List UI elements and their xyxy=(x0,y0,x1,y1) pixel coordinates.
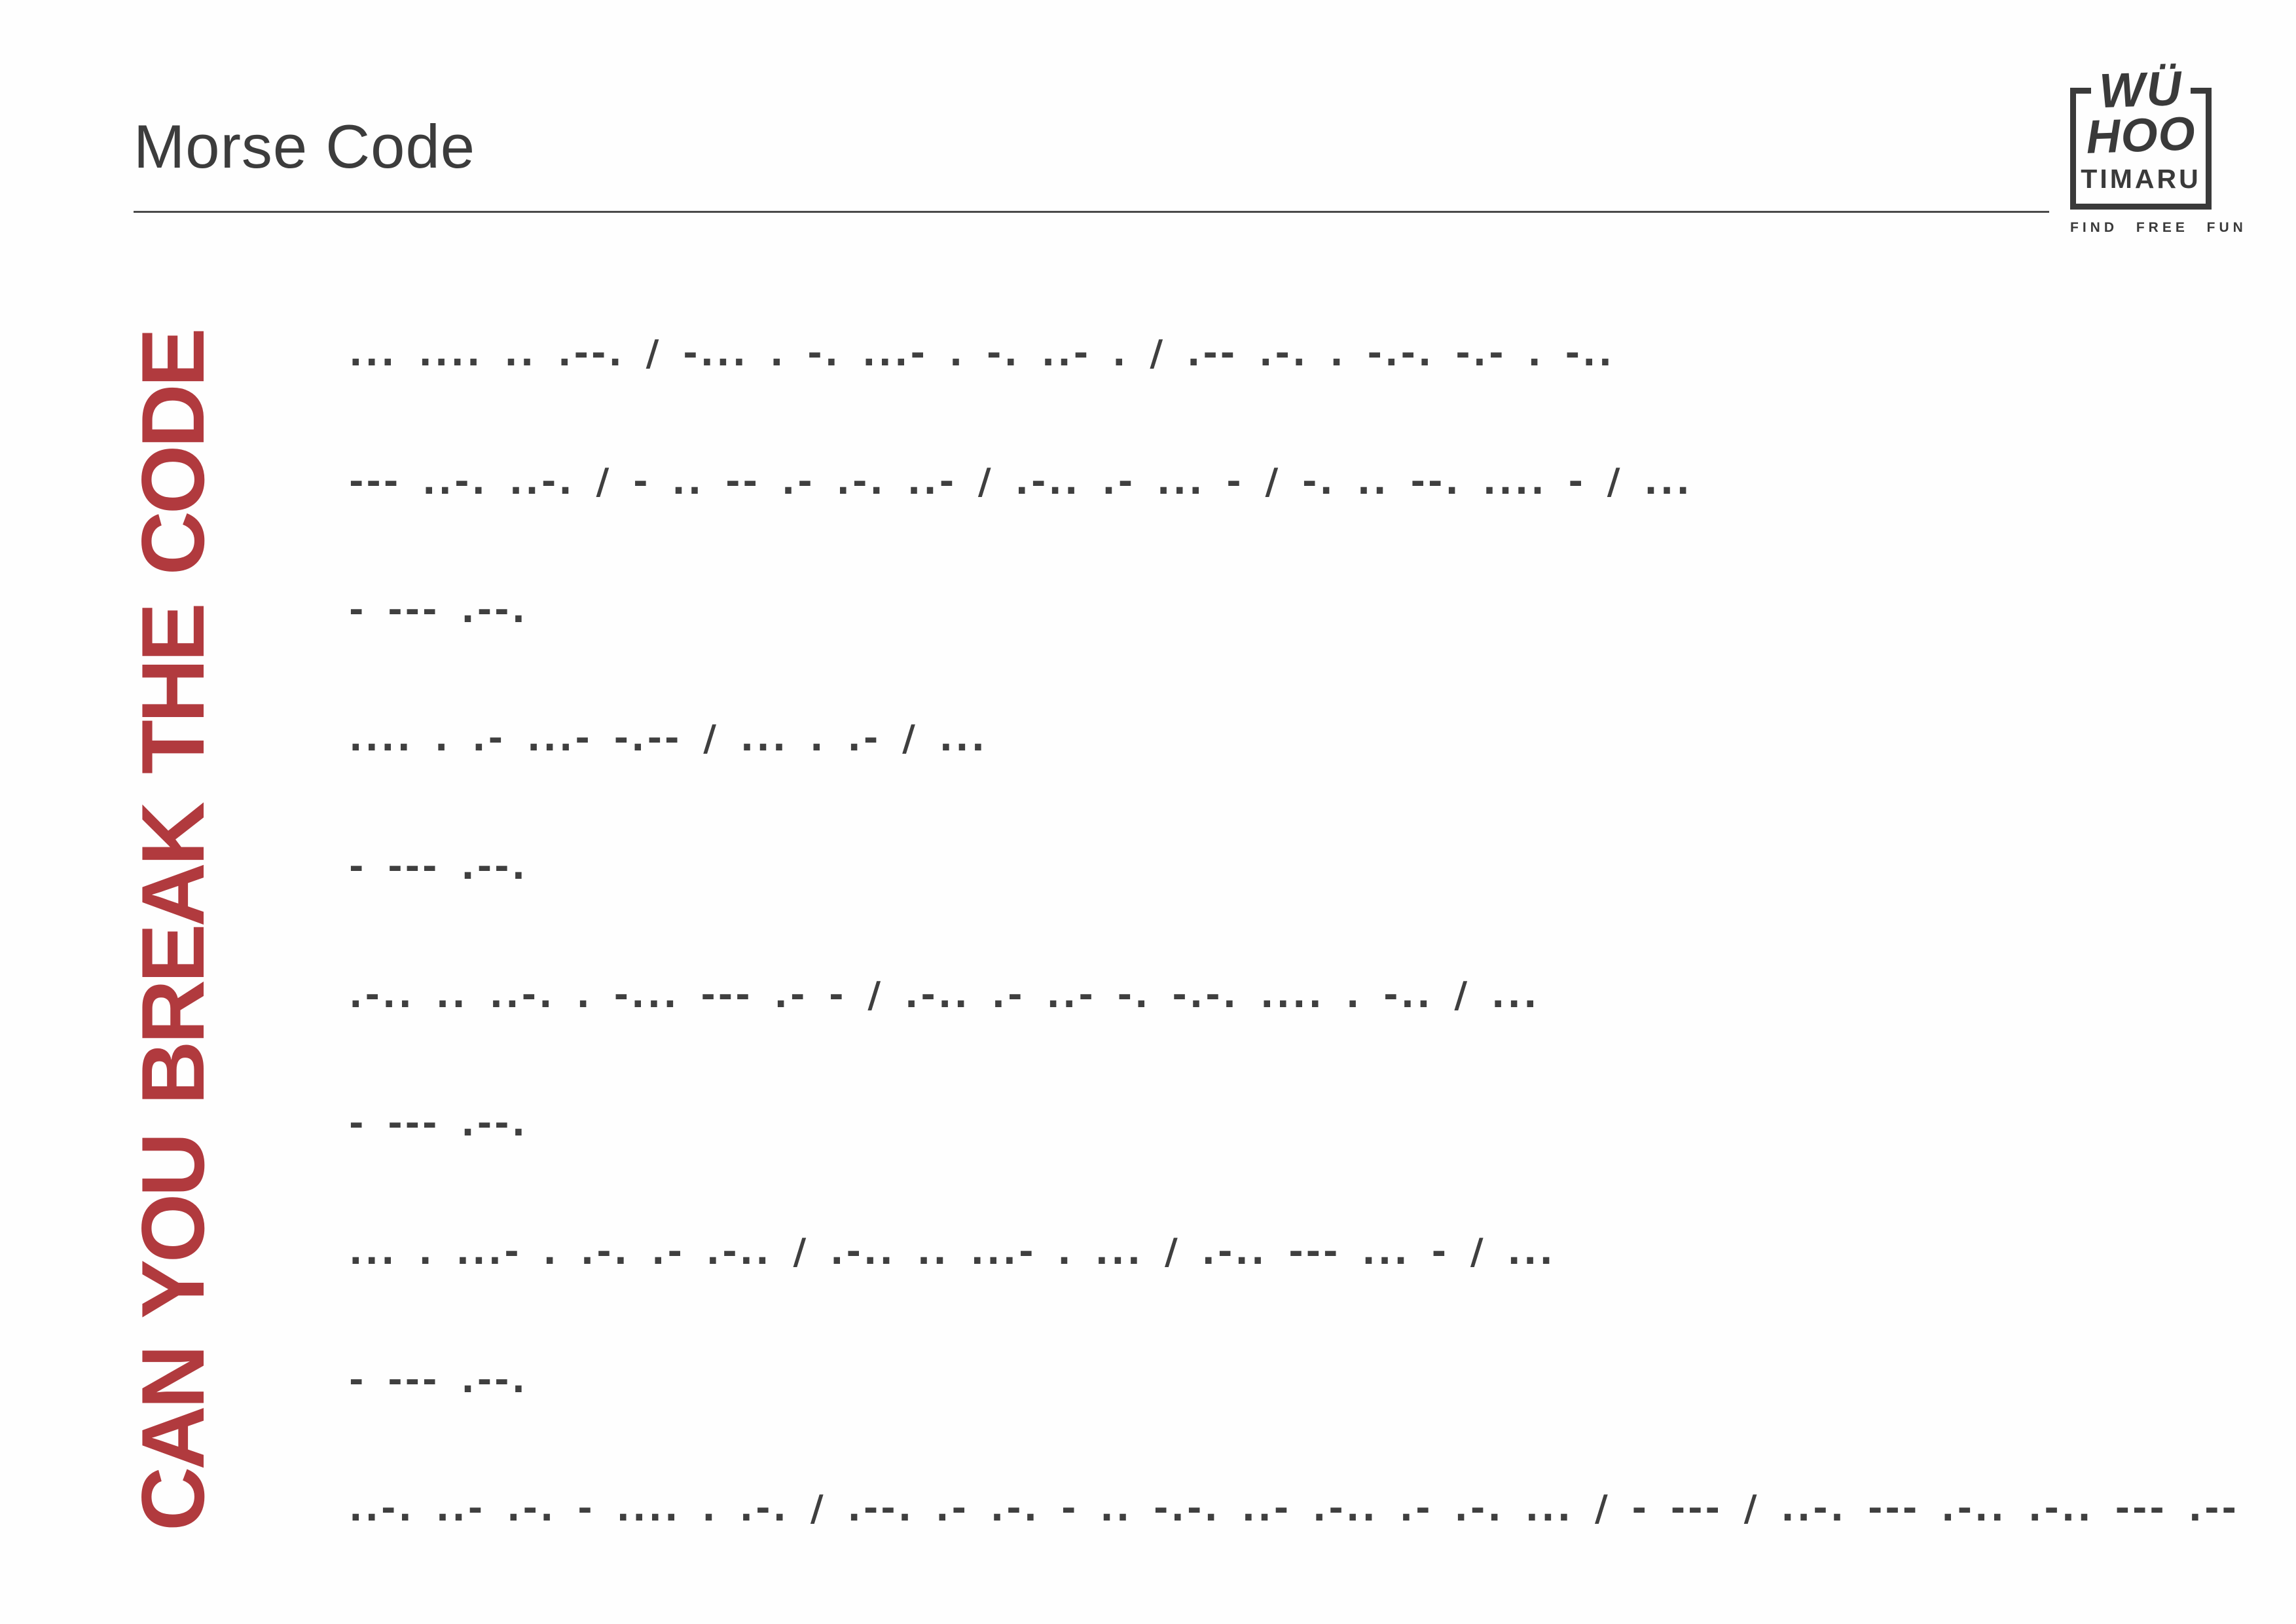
wuhoo-timaru-logo: WÜ HOO TIMARU FIND FREE FUN xyxy=(2070,61,2247,236)
page-title: Morse Code xyxy=(134,112,475,181)
morse-line-10: ..-. ..- .-. - .... . .-. / .--. .- .-. … xyxy=(349,1488,2239,1529)
morse-line-7: - --- .--. xyxy=(349,1103,528,1144)
morse-line-9: - --- .--. xyxy=(349,1359,528,1401)
logo-border-top-right-stub xyxy=(2191,88,2212,94)
logo-border-bottom xyxy=(2070,204,2212,210)
morse-line-5: - --- .--. xyxy=(349,846,528,887)
logo-bracket-box: WÜ HOO TIMARU xyxy=(2070,61,2212,210)
logo-border-left xyxy=(2070,88,2076,210)
logo-border-top-left-stub xyxy=(2070,88,2091,94)
morse-line-8: ... . ...- . .-. .- .-.. / .-.. .. ...- … xyxy=(349,1231,1556,1272)
logo-tagline: FIND FREE FUN xyxy=(2070,220,2247,235)
morse-line-6: .-.. .. ..-. . -... --- .- - / .-.. .- .… xyxy=(349,974,1540,1016)
morse-line-3: - --- .--. xyxy=(349,589,528,631)
logo-text-hoo: HOO xyxy=(2085,107,2196,164)
morse-line-4: .... . .- ...- -.-- / ... . .- / ... xyxy=(349,718,988,759)
logo-text-timaru: TIMARU xyxy=(2081,164,2201,194)
morse-code-message: ... .... .. .--. / -... . -. ...- . -. .… xyxy=(349,289,2239,1573)
break-the-code-vertical-text: CAN YOU BREAK THE CODE xyxy=(123,331,223,1531)
morse-line-2: --- ..-. ..-. / - .. -- .- .-. ..- / .-.… xyxy=(349,461,1692,502)
title-rule xyxy=(134,211,2049,213)
logo-border-right xyxy=(2206,88,2212,210)
morse-line-1: ... .... .. .--. / -... . -. ...- . -. .… xyxy=(349,333,1615,374)
